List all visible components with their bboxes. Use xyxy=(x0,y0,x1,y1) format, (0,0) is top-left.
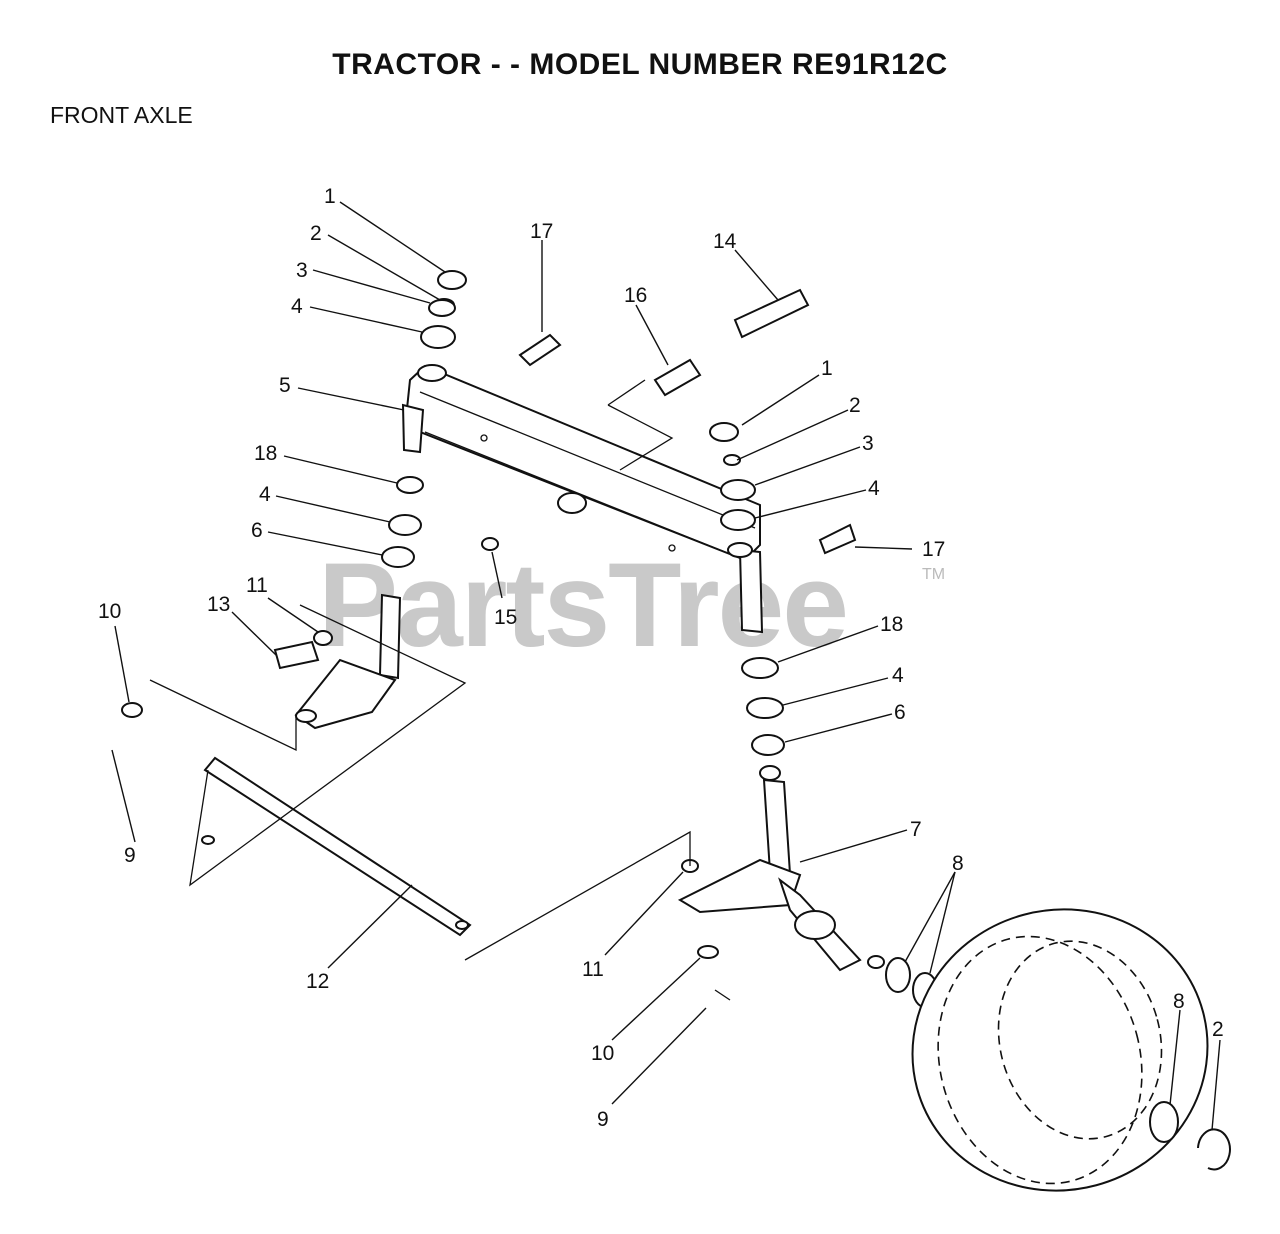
callout-10-left: 10 xyxy=(98,600,121,623)
callout-15: 15 xyxy=(494,606,517,629)
callout-14: 14 xyxy=(713,230,737,253)
callout-3-top-left: 3 xyxy=(296,259,308,282)
callout-10-right: 10 xyxy=(591,1042,614,1065)
callout-9-right: 9 xyxy=(597,1108,609,1131)
callout-18-right: 18 xyxy=(880,613,903,636)
callout-4-lower-right: 4 xyxy=(892,664,904,687)
front-tire xyxy=(911,908,1231,1192)
callout-18-left: 18 xyxy=(254,442,277,465)
callout-4-top-left: 4 xyxy=(291,295,303,318)
callout-17-right: 17 xyxy=(922,538,945,561)
callout-labels: 1 2 3 4 17 14 16 5 1 2 3 4 18 4 6 17 15 … xyxy=(98,185,1224,1131)
callout-17-top: 17 xyxy=(530,220,553,243)
callout-5: 5 xyxy=(279,374,291,397)
trademark-mark: TM xyxy=(922,566,946,583)
tie-rod xyxy=(201,756,472,937)
callout-13: 13 xyxy=(207,593,230,616)
callout-6-right: 6 xyxy=(894,701,906,724)
leader-lines xyxy=(111,201,1221,1131)
callout-1-right: 1 xyxy=(821,357,833,380)
callout-11-right: 11 xyxy=(582,958,604,981)
diagram-title: TRACTOR - - MODEL NUMBER RE91R12C xyxy=(332,48,948,81)
callout-7: 7 xyxy=(910,818,922,841)
callout-4-right: 4 xyxy=(868,477,880,500)
callout-16: 16 xyxy=(624,284,647,307)
callout-6-left: 6 xyxy=(251,519,263,542)
assembly-lines xyxy=(149,379,731,1001)
axle-beam xyxy=(401,364,764,634)
callout-4-mid-left: 4 xyxy=(259,483,271,506)
callout-2-tire: 2 xyxy=(1212,1018,1224,1041)
section-title: FRONT AXLE xyxy=(50,102,193,128)
callout-2-right: 2 xyxy=(849,394,861,417)
callout-8-top: 8 xyxy=(952,852,964,875)
callout-3-right: 3 xyxy=(862,432,874,455)
right-spindle-stack xyxy=(677,422,938,1008)
callout-11-left: 11 xyxy=(246,574,268,597)
callout-12: 12 xyxy=(306,970,329,993)
callout-9-left: 9 xyxy=(124,844,136,867)
callout-8-tire: 8 xyxy=(1173,990,1185,1013)
left-spindle-stack xyxy=(273,270,467,730)
fittings xyxy=(121,288,857,718)
callout-2-top-left: 2 xyxy=(310,222,322,245)
callout-1-top-left: 1 xyxy=(324,185,336,208)
